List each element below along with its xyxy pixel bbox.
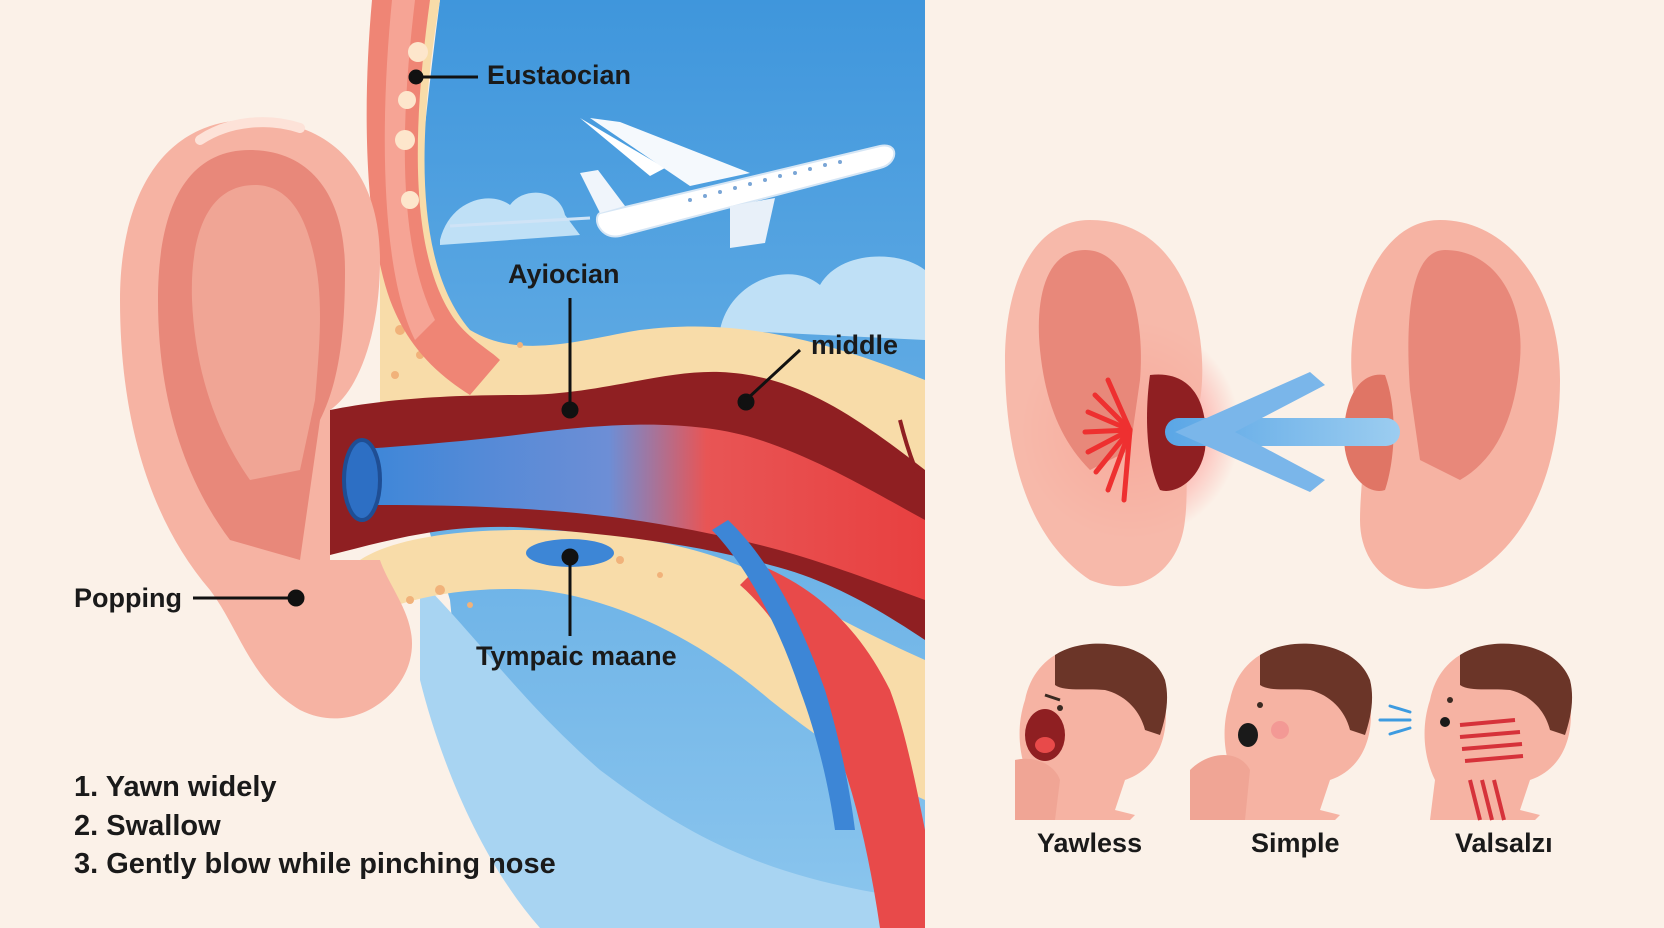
caption-yawless: Yawless — [1037, 828, 1143, 858]
ear-canal — [330, 371, 927, 928]
face-valsalva-icon — [1378, 643, 1573, 821]
ear-icon — [1344, 220, 1560, 589]
step-item: 3. Gently blow while pinching nose — [74, 848, 556, 880]
steps-list: 1. Yawn widely 2. Swallow 3. Gently blow… — [74, 768, 556, 884]
face-yawn-icon — [1015, 643, 1168, 820]
airplane-icon — [449, 118, 896, 248]
callout-lines — [193, 69, 802, 636]
ear-icon — [120, 117, 413, 719]
label-aviation: Ayiocian — [508, 259, 620, 289]
tympanic-membrane — [342, 438, 382, 522]
step-item: 1. Yawn widely — [74, 771, 277, 803]
label-middle: middle — [811, 330, 899, 360]
cloud-icon — [440, 192, 925, 340]
step-item: 2. Swallow — [74, 809, 221, 842]
caption-valsalva: Valsalzı — [1455, 828, 1553, 858]
pain-rays — [1082, 377, 1133, 503]
pressure-arrow-icon — [1165, 372, 1400, 492]
label-eustachian: Eustaocian — [487, 60, 632, 90]
label-tympanic: Tympaic maane — [476, 641, 677, 671]
label-popping: Popping — [74, 583, 182, 613]
face-swallow-icon — [1190, 643, 1373, 820]
caption-simple: Simple — [1251, 828, 1340, 858]
eustachian-tube — [366, 0, 500, 395]
